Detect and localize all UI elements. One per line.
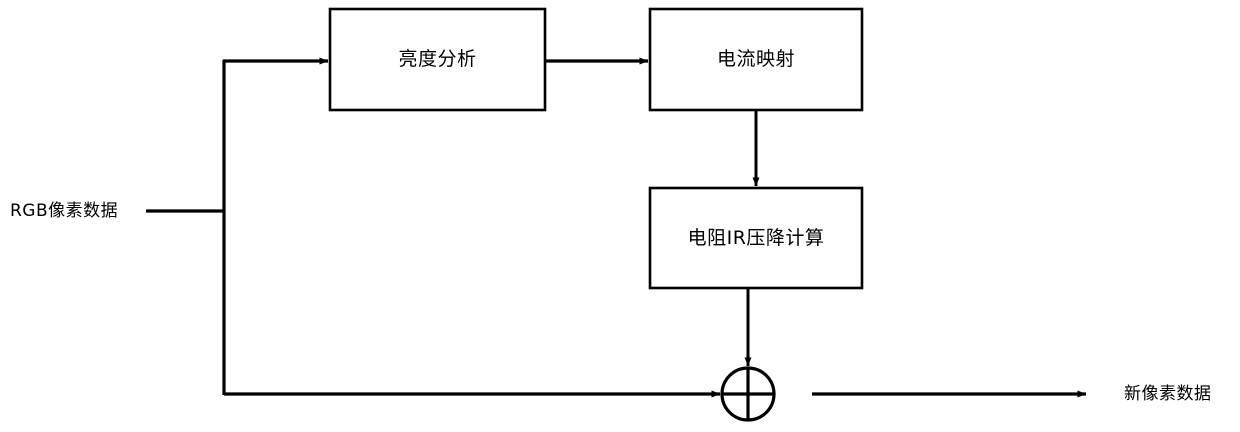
block-current-mapping[interactable] — [648, 7, 864, 112]
block-ir-drop-calculation[interactable] — [648, 186, 864, 290]
input-label-rgb-pixel-data: RGB像素数据 — [10, 200, 119, 221]
output-label-new-pixel-data: 新像素数据 — [1124, 383, 1212, 404]
block-luminance-analysis[interactable] — [328, 7, 547, 112]
summing-junction[interactable] — [720, 366, 776, 422]
